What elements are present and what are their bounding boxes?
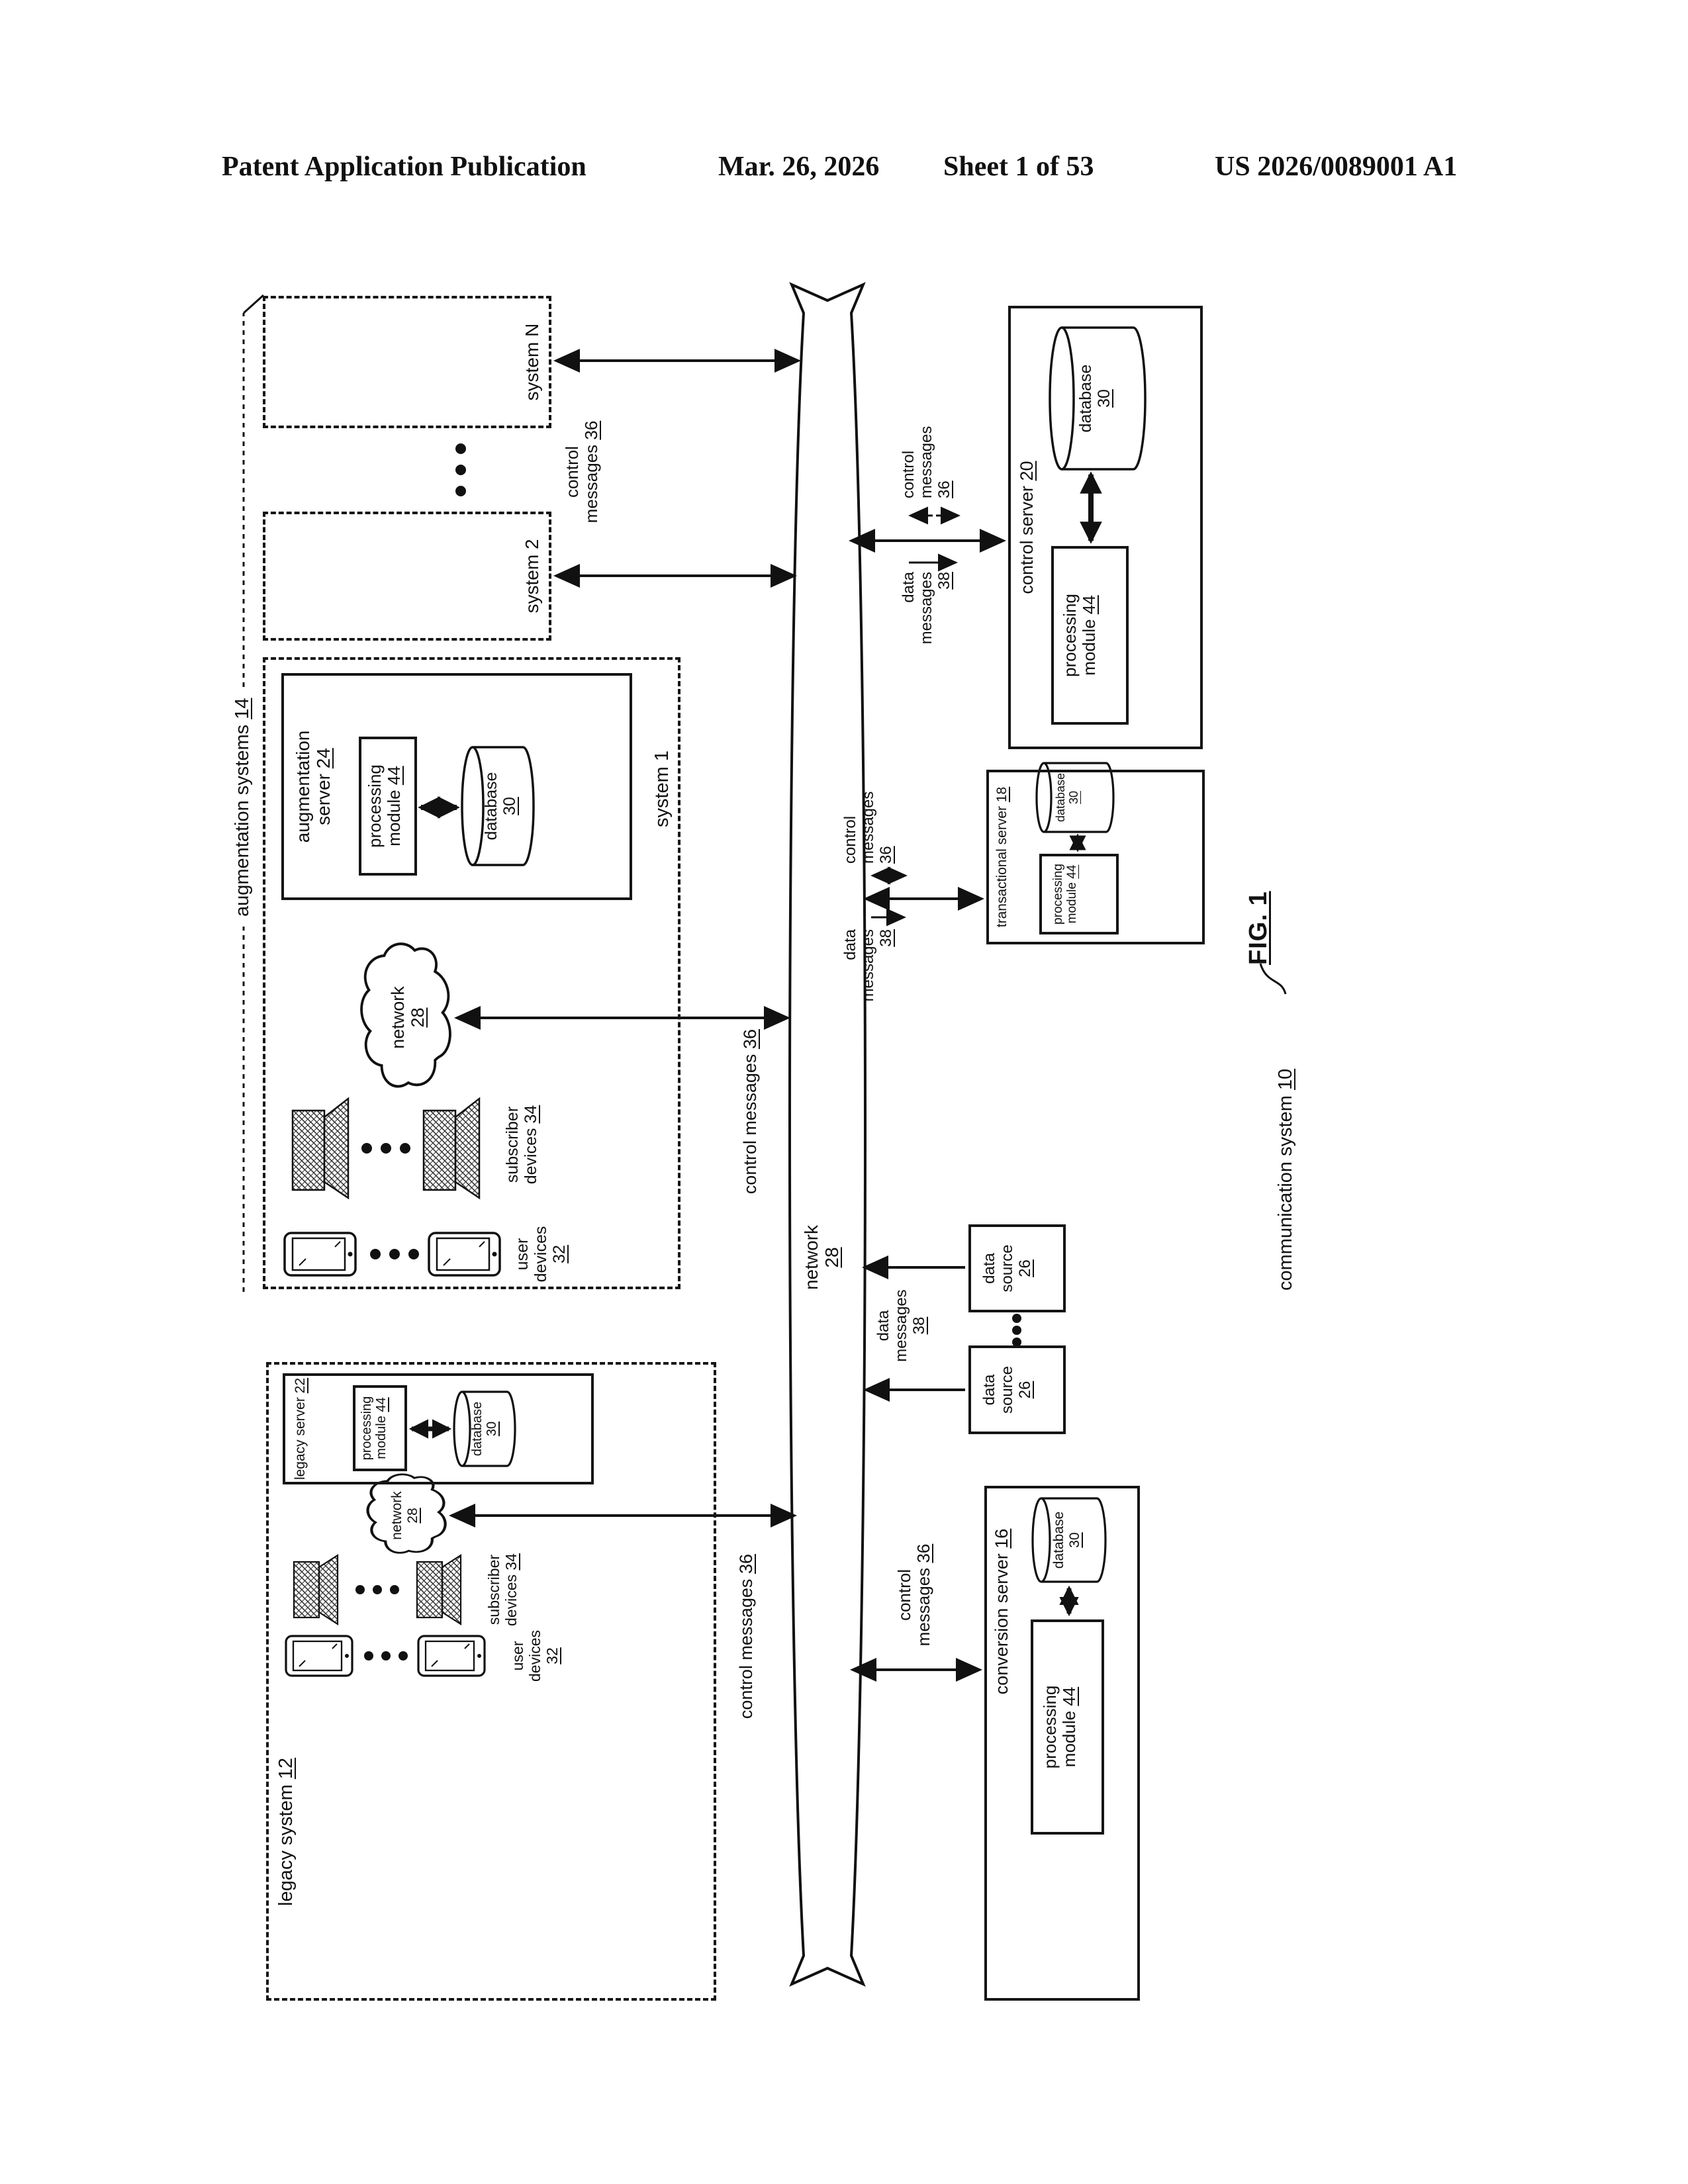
page-header: Patent Application Publication Mar. 26, … [0,151,1688,191]
system2-label: system 2 [522,539,542,614]
user-devices-label-legacy: user devices 32 [509,1630,561,1682]
legacy-cloud-label: network 28 [389,1491,420,1540]
control-messages-label-conversion: control messages 36 [894,1543,934,1647]
data-source-label-1: data source 26 [980,1244,1034,1293]
control-messages-label-control: control messages 36 [900,426,953,498]
legacy-processing-module-label: processing module 44 [359,1396,389,1461]
aug-processing-module-label: processing module 44 [365,764,404,848]
subscriber-devices-label-system1: subscriber devices 34 [503,1105,540,1185]
system1-label: system 1 [651,750,673,827]
header-date: Mar. 26, 2026 [718,152,880,182]
augmentation-systems-label: augmentation systems 14 [232,698,253,917]
dots-user-devices-system1 [370,1249,419,1259]
transactional-server-label: transactional server 18 [994,786,1009,928]
subscriber-devices-label-legacy: subscriber devices 34 [485,1553,520,1626]
trans-database-label: database 30 [1054,772,1081,823]
legacy-server-label: legacy server 22 [293,1377,308,1480]
user-devices-label-system1: user devices 32 [513,1226,569,1283]
conv-processing-module-label: processing module 44 [1040,1685,1080,1769]
figure-canvas: augmentation systems 14 legacy system 12… [218,218,1317,2019]
legacy-system-label: legacy system 12 [275,1757,297,1906]
subscriber-device-icon-legacy-a [293,1553,339,1626]
header-publication: Patent Application Publication [222,152,586,182]
systemN-label: system N [522,323,542,401]
diagram-artwork [242,282,1287,1987]
subscriber-device-icon-legacy-b [416,1553,462,1626]
phone-icon-system1-a [283,1232,357,1277]
phone-icon-legacy-a [285,1635,353,1677]
ctrl-database-label: database 30 [1076,364,1113,433]
legacy-database-label: database 30 [470,1401,500,1457]
network-backbone-label: network 28 [801,1224,843,1291]
control-messages-label-legacy: control messages 36 [736,1554,756,1719]
header-sheet: Sheet 1 of 53 [943,152,1094,182]
dots-subscriber-devices-system1 [361,1143,410,1154]
database-cylinder-conversion [1031,1497,1107,1583]
data-messages-label-sources: data messages 38 [874,1289,928,1362]
augmentation-server-label: augmentation server 24 [293,730,334,843]
system1-cloud-label: network 28 [388,986,428,1049]
augmentation-systems-bracket-hook [242,294,265,314]
phone-icon-legacy-b [417,1635,486,1677]
dots-between-systems [455,443,466,496]
data-source-label-2: data source 26 [980,1365,1034,1414]
control-messages-label-system1: control messages 36 [740,1029,760,1195]
subscriber-device-icon-system1-b [422,1097,481,1200]
phone-icon-system1-b [428,1232,501,1277]
ctrl-processing-module-label: processing module 44 [1060,594,1100,677]
figure-area: augmentation systems 14 legacy system 12… [218,218,1317,2019]
control-messages-label-transactional: control messages 36 [841,791,895,864]
data-messages-label-control: data messages 38 [900,572,953,645]
control-server-label: control server 20 [1017,461,1037,594]
subscriber-device-icon-system1-a [291,1097,350,1200]
figure-number: FIG. 1 [1244,891,1272,965]
network-backbone-shape [788,282,867,1987]
conversion-server-label: conversion server 16 [992,1528,1011,1695]
database-cylinder-legacy [453,1390,516,1467]
system2-box [263,512,551,641]
conv-database-label: database 30 [1051,1511,1082,1569]
header-doc-number: US 2026/0089001 A1 [1215,152,1458,182]
dots-subscriber-devices-legacy [355,1585,399,1594]
legacy-server-box [283,1373,594,1484]
database-cylinder-control [1049,326,1147,471]
dots-between-data-sources [1012,1314,1021,1347]
systemN-box [263,296,551,428]
data-messages-label-transactional: data messages 38 [841,929,895,1002]
aug-database-label: database 30 [482,772,519,841]
control-messages-label-systems: control messages 36 [562,420,602,523]
dots-user-devices-legacy [364,1651,408,1661]
communication-system-leader [1259,963,1287,995]
database-cylinder-augmentation [461,746,535,866]
database-cylinder-transactional [1035,762,1115,833]
trans-processing-module-label: processing module 44 [1051,864,1080,925]
communication-system-label: communication system 10 [1275,1068,1296,1291]
